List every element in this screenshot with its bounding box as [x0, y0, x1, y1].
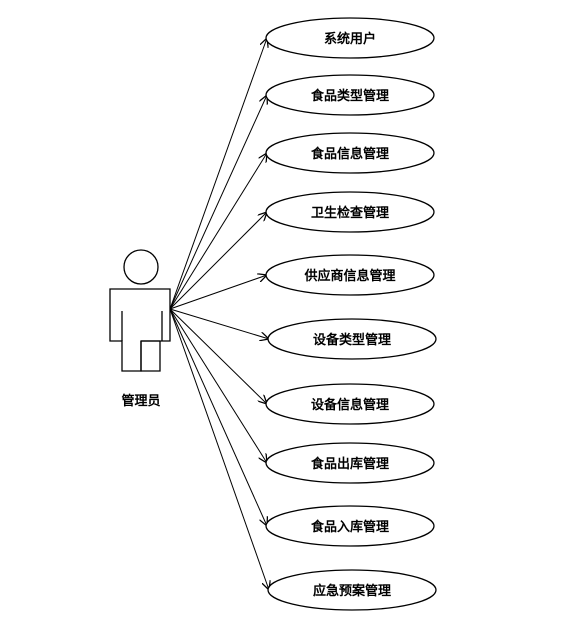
- use-case-label: 设备类型管理: [313, 332, 391, 348]
- use-case-label: 供应商信息管理: [303, 268, 395, 284]
- use-case: 设备信息管理: [265, 383, 435, 425]
- actor-body: [109, 288, 171, 372]
- use-case: 食品入库管理: [265, 505, 435, 547]
- use-case-label: 应急预案管理: [313, 583, 391, 599]
- use-case-ellipse: [265, 132, 435, 174]
- association-arrow: [169, 308, 269, 590]
- use-case: 供应商信息管理: [265, 254, 435, 296]
- use-case-label: 食品入库管理: [311, 519, 389, 535]
- actor-label: 管理员: [121, 393, 160, 409]
- actor-right-leg: [140, 341, 161, 372]
- association-arrow: [169, 212, 267, 310]
- use-case-ellipse: [265, 74, 435, 116]
- use-case-ellipse: [267, 569, 437, 611]
- actor-figure: 管理员: [109, 249, 171, 409]
- use-case-ellipse: [265, 505, 435, 547]
- association-arrow: [169, 308, 267, 463]
- use-case: 系统用户: [265, 17, 435, 59]
- use-case-label: 食品信息管理: [311, 146, 389, 162]
- actor-head: [123, 249, 159, 285]
- association-arrow: [169, 308, 269, 339]
- association-arrow: [169, 95, 267, 310]
- use-case-ellipse: [265, 383, 435, 425]
- association-arrow: [169, 308, 267, 404]
- association-arrow: [169, 308, 267, 526]
- association-arrow: [169, 275, 267, 310]
- use-case: 应急预案管理: [267, 569, 437, 611]
- use-case-ellipse: [265, 17, 435, 59]
- association-lines: [169, 38, 269, 590]
- use-case-ellipse: [267, 318, 437, 360]
- use-case-list: 系统用户食品类型管理食品信息管理卫生检查管理供应商信息管理设备类型管理设备信息管…: [265, 17, 437, 611]
- use-case-label: 食品出库管理: [311, 456, 389, 472]
- use-case: 食品类型管理: [265, 74, 435, 116]
- use-case-ellipse: [265, 191, 435, 233]
- association-arrow: [169, 153, 267, 310]
- use-case-ellipse: [265, 442, 435, 484]
- use-case: 设备类型管理: [267, 318, 437, 360]
- use-case-label: 系统用户: [324, 31, 376, 47]
- use-case: 卫生检查管理: [265, 191, 435, 233]
- use-case: 食品出库管理: [265, 442, 435, 484]
- use-case-label: 食品类型管理: [311, 88, 389, 104]
- use-case-label: 设备信息管理: [311, 397, 389, 413]
- association-arrow: [169, 38, 267, 310]
- use-case-label: 卫生检查管理: [311, 205, 389, 221]
- use-case-ellipse: [265, 254, 435, 296]
- use-case: 食品信息管理: [265, 132, 435, 174]
